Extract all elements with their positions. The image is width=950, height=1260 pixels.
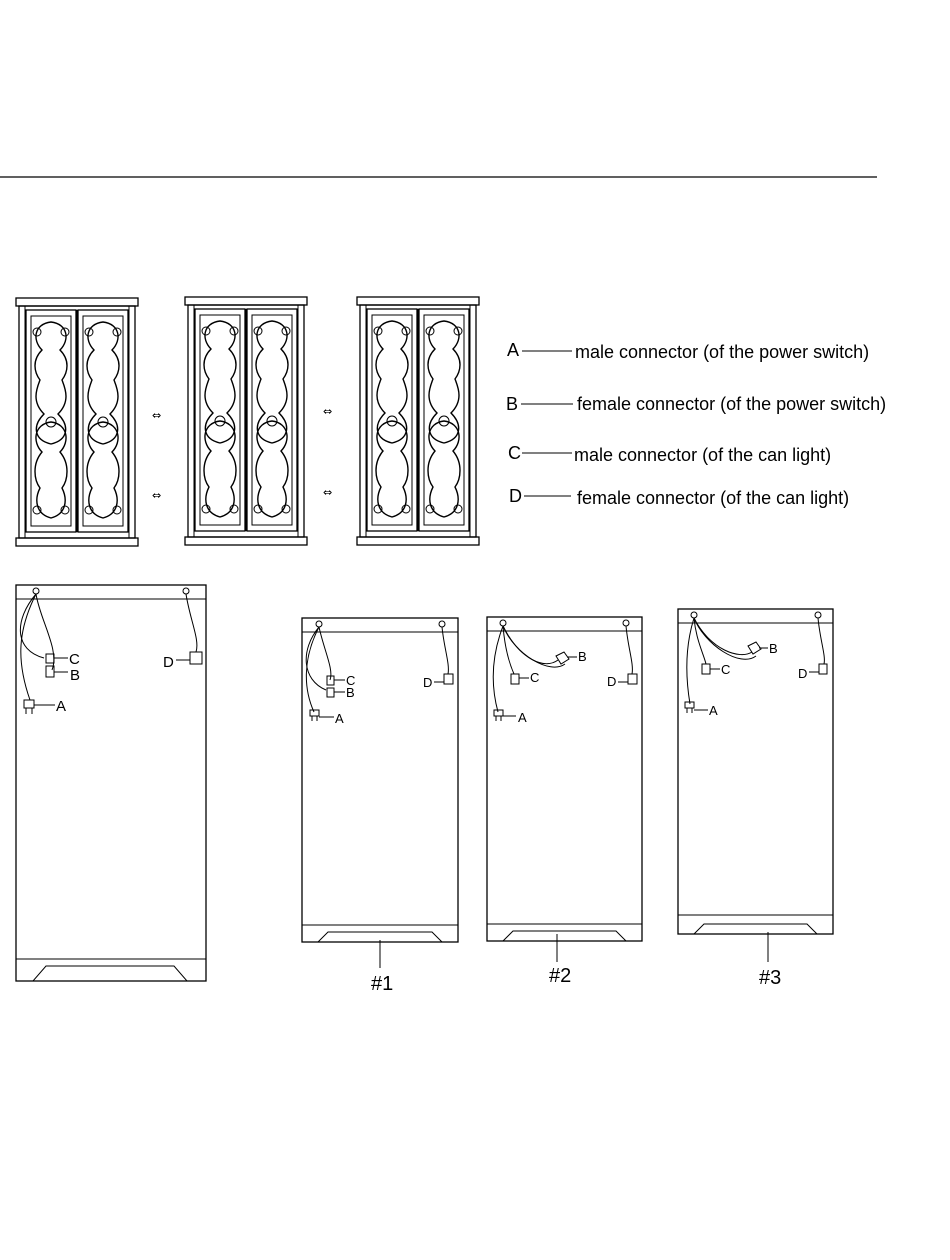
label-c: C bbox=[69, 651, 80, 668]
label-d: D bbox=[607, 674, 616, 689]
label-b: B bbox=[70, 667, 80, 684]
label-d: D bbox=[423, 675, 432, 690]
double-arrow-icon: ⇔ bbox=[152, 489, 161, 502]
door-panel-open bbox=[357, 297, 479, 545]
label-d: D bbox=[798, 666, 807, 681]
legend: A male connector (of the power switch) B… bbox=[506, 340, 886, 508]
cabinet-initial: C B A D bbox=[16, 585, 206, 981]
step-number: #1 bbox=[371, 973, 393, 995]
double-arrow-icon: ⇔ bbox=[323, 405, 332, 418]
label-a: A bbox=[335, 711, 344, 726]
label-a: A bbox=[709, 703, 718, 718]
legend-item-d: D female connector (of the can light) bbox=[509, 486, 849, 508]
cabinet-step2: C B A D #2 bbox=[487, 617, 642, 987]
double-arrow-icon: ⇔ bbox=[323, 486, 332, 499]
label-b: B bbox=[769, 641, 778, 656]
label-c: C bbox=[530, 670, 539, 685]
legend-item-a: A male connector (of the power switch) bbox=[507, 340, 869, 362]
legend-letter: D bbox=[509, 486, 522, 506]
label-b: B bbox=[578, 649, 587, 664]
cabinet-step3: C B A D #3 bbox=[678, 609, 833, 989]
legend-text: female connector (of the power switch) bbox=[577, 394, 886, 414]
step-number: #2 bbox=[549, 965, 571, 987]
legend-letter: C bbox=[508, 443, 521, 463]
door-panel-middle bbox=[185, 297, 307, 545]
door-panel-closed bbox=[16, 298, 138, 546]
label-b: B bbox=[346, 685, 355, 700]
legend-text: male connector (of the can light) bbox=[574, 445, 831, 465]
label-d: D bbox=[163, 654, 174, 671]
legend-item-b: B female connector (of the power switch) bbox=[506, 394, 886, 414]
legend-item-c: C male connector (of the can light) bbox=[508, 443, 831, 465]
double-arrow-icon: ⇔ bbox=[152, 409, 161, 422]
legend-text: male connector (of the power switch) bbox=[575, 342, 869, 362]
legend-letter: A bbox=[507, 340, 519, 360]
step-number: #3 bbox=[759, 967, 781, 989]
label-c: C bbox=[721, 662, 730, 677]
label-a: A bbox=[518, 710, 527, 725]
cabinet-step1: C B A D #1 bbox=[302, 618, 458, 995]
label-a: A bbox=[56, 698, 66, 715]
legend-text: female connector (of the can light) bbox=[577, 488, 849, 508]
legend-letter: B bbox=[506, 394, 518, 414]
